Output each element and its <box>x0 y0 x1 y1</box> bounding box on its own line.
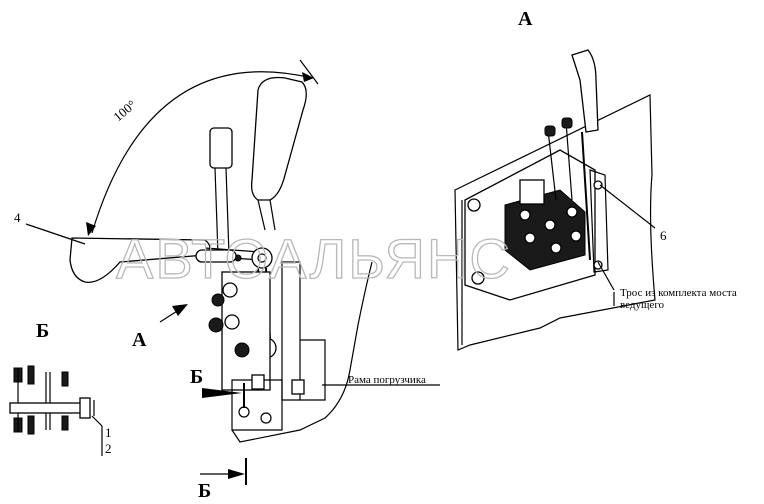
arc-arrowhead-right <box>302 72 314 82</box>
section-b-bottom-label: Б <box>198 480 211 502</box>
section-b-top-label: Б <box>190 366 203 388</box>
cable-label-line2: ведущего <box>620 299 665 311</box>
callout-6: 6 <box>660 228 667 243</box>
lever-handle-upper <box>250 76 307 201</box>
callout-2: 2 <box>105 441 112 456</box>
view-a-arrow <box>172 304 188 316</box>
arc-arrowhead-left <box>86 222 96 236</box>
loader-frame-outline <box>231 261 373 443</box>
view-a-main-lever <box>571 49 599 133</box>
lower-bracket <box>231 379 283 431</box>
view-a-title: А <box>518 8 533 30</box>
secondary-lever <box>209 127 233 169</box>
view-a-detail <box>454 49 656 351</box>
main-assembly-view <box>25 59 440 485</box>
cable-label-line1: Трос из комплекта моста <box>620 287 737 299</box>
angle-label: 100° <box>110 97 139 124</box>
callout-4: 4 <box>14 210 21 225</box>
view-a-frame-plate <box>454 94 656 351</box>
frame-label: Рама погрузчика <box>348 374 426 386</box>
section-arrow-bottom <box>228 469 245 479</box>
callout-1: 1 <box>105 425 112 440</box>
angle-arc <box>91 71 313 234</box>
section-b-title: Б <box>36 320 49 342</box>
watermark-text: АВТОАЛЬЯНС <box>116 227 512 290</box>
pivot-joint <box>251 247 273 269</box>
lever-handle-lowered <box>69 237 211 283</box>
view-a-arrow-label: А <box>132 329 147 351</box>
section-b-detail <box>9 365 103 456</box>
